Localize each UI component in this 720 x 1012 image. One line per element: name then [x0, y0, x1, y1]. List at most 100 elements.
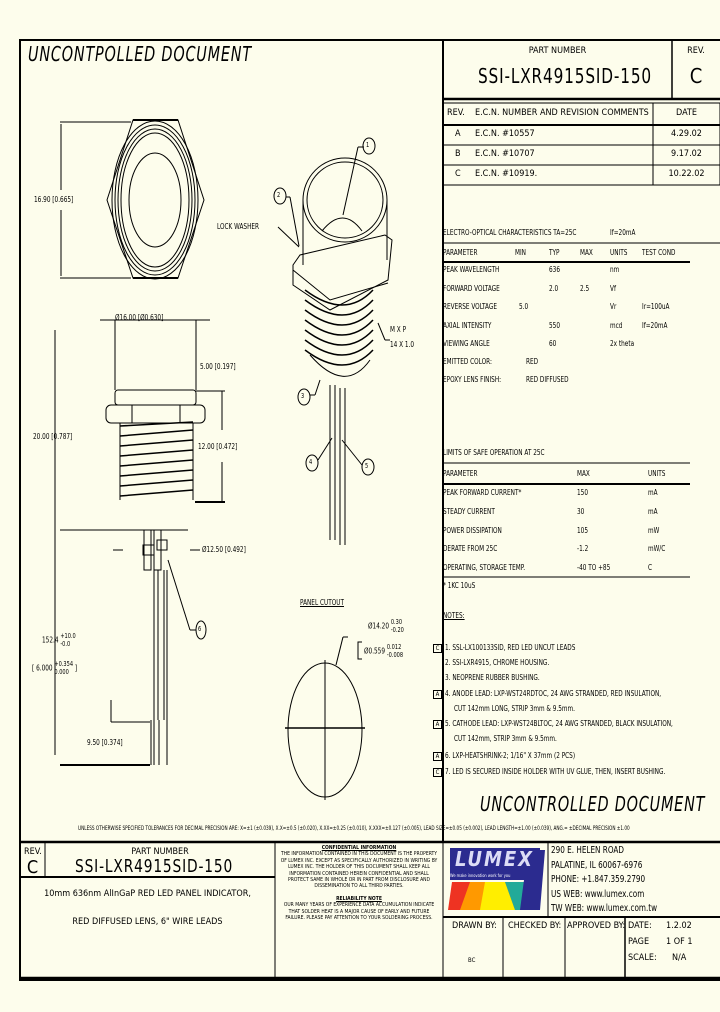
table-cell: Vr: [610, 302, 617, 311]
dim-1200: 12.00 [0.472]: [198, 442, 238, 451]
tol-plus: +10.0: [60, 632, 76, 640]
eo-header: MAX: [580, 248, 593, 257]
emitted-color-label: EMITTED COLOR:: [443, 357, 492, 366]
eo-title: ELECTRO-OPTICAL CHARACTERISTICS TA=25C: [443, 228, 577, 237]
part-number: SSI-LXR4915SID-150: [478, 64, 652, 88]
rev-header-rev: REV.: [447, 108, 465, 118]
dim-950: 9.50 [0.374]: [87, 738, 123, 747]
eo-header: PARAMETER: [443, 248, 478, 257]
address-phone: PHONE: +1.847.359.2790: [551, 874, 646, 885]
rev-header-date: DATE: [676, 108, 697, 118]
table-cell: AXIAL INTENSITY: [443, 321, 492, 330]
emitted-color: RED: [526, 357, 539, 366]
comment-cell: E.C.N. #10557: [475, 129, 535, 139]
note-text: 2. SSI-LXR4915, CHROME HOUSING.: [445, 658, 550, 667]
eo-header: TEST COND: [642, 248, 676, 257]
date-value: 1.2.02: [666, 921, 692, 931]
note-text: 5. CATHODE LEAD: LXP-WST24BLTOC, 24 AWG …: [445, 719, 673, 728]
confidential-title: CONFIDENTIAL INFORMATION: [321, 845, 397, 851]
table-cell: If=20mA: [642, 321, 668, 330]
checked-by-label: CHECKED BY:: [508, 921, 562, 931]
note-text: CUT 142mm, STRIP 3mm & 9.5mm.: [454, 734, 557, 743]
tw-web-link[interactable]: TW WEB: www.lumex.com.tw: [551, 903, 658, 914]
table-cell: mW: [648, 526, 660, 535]
rev-value: C: [689, 64, 703, 88]
table-cell: Ir=100uA: [642, 302, 670, 311]
tol-minus: 0.000: [54, 668, 69, 676]
cutout-dia-value: Ø14.20: [368, 621, 390, 631]
comment-cell: E.C.N. #10707: [475, 149, 535, 159]
tb-rev: C: [26, 857, 39, 878]
table-cell: mcd: [610, 321, 623, 330]
drawn-by-label: DRAWN BY:: [452, 921, 497, 931]
thread-label-2: 14 X 1.0: [390, 340, 415, 349]
address-city: PALATINE, IL 60067-6976: [551, 859, 643, 871]
revision-marker: A: [433, 720, 442, 729]
table-cell: OPERATING, STORAGE TEMP.: [443, 563, 526, 572]
us-web-link[interactable]: US WEB: www.lumex.com: [551, 888, 645, 900]
table-cell: -1.2: [577, 544, 589, 553]
callout-6: 6: [198, 625, 202, 633]
epoxy-label: EPOXY LENS FINISH:: [443, 375, 502, 384]
table-cell: C: [648, 563, 653, 572]
comment-cell: E.C.N. #10919.: [475, 169, 538, 179]
tol-plus: 0.30: [390, 618, 403, 626]
table-cell: POWER DISSIPATION: [443, 526, 502, 535]
eo-header: TYP: [549, 248, 560, 257]
tol-minus: -0.20: [390, 626, 404, 634]
cutout-dia: Ø14.20 0.30-0.20: [368, 618, 404, 634]
date-label: DATE:: [628, 921, 652, 931]
dim-2000: 20.00 [0.787]: [33, 432, 73, 441]
lumex-logo: [446, 845, 546, 915]
callout-5: 5: [365, 462, 369, 470]
note-text: 7. LED IS SECURED INSIDE HOLDER WITH UV …: [445, 767, 666, 776]
dim-diameter: Ø16.00 [Ø0.630]: [115, 313, 164, 322]
scale-value: N/A: [672, 953, 687, 963]
confidential-block: CONFIDENTIAL INFORMATION THE INFORMATION…: [279, 845, 439, 921]
date-cell: 10.22.02: [668, 169, 705, 179]
dim-hex: 16.90 [0.665]: [34, 195, 74, 204]
rev-label: REV.: [687, 46, 705, 56]
tol-plus: 0.012: [386, 643, 402, 651]
limits-header: UNITS: [648, 469, 666, 478]
table-cell: 2.5: [580, 284, 590, 293]
table-cell: Vf: [610, 284, 616, 293]
drawn-by: BC: [468, 957, 476, 964]
note-text: 4. ANODE LEAD: LXP-WST24RDTOC, 24 AWG ST…: [445, 689, 662, 698]
page-value: 1 OF 1: [666, 937, 693, 947]
table-cell: 550: [549, 321, 560, 330]
approved-by-label: APPROVED BY:: [567, 921, 626, 931]
table-cell: DERATE FROM 25C: [443, 544, 498, 553]
callout-1: 1: [366, 141, 370, 149]
table-cell: PEAK FORWARD CURRENT*: [443, 488, 522, 497]
reliability-title: RELIABILITY NOTE: [336, 895, 382, 902]
scale-label: SCALE:: [628, 953, 657, 963]
limits-header: PARAMETER: [443, 469, 478, 478]
watermark-top: UNCONTPOLLED DOCUMENT: [28, 42, 252, 66]
table-cell: VIEWING ANGLE: [443, 339, 490, 348]
table-cell: 2.0: [549, 284, 559, 293]
watermark-bottom: UNCONTROLLED DOCUMENT: [480, 792, 706, 816]
thread-label-1: M X P: [390, 325, 407, 334]
table-cell: REVERSE VOLTAGE: [443, 302, 497, 311]
logo-wordmark: LUMEX: [455, 847, 535, 871]
epoxy-finish: RED DIFFUSED: [526, 375, 569, 384]
callout-4: 4: [309, 458, 313, 466]
tolerance-note: UNLESS OTHERWISE SPECIFIED TOLERANCES FO…: [78, 825, 630, 832]
limits-header: MAX: [577, 469, 590, 478]
isometric-view: [273, 137, 393, 545]
table-cell: 60: [549, 339, 557, 348]
rev-header-comments: E.C.N. NUMBER AND REVISION COMMENTS: [475, 108, 649, 118]
revision-marker: C: [433, 768, 442, 777]
eo-header: MIN: [515, 248, 526, 257]
table-cell: mA: [648, 507, 658, 516]
dim-lead-value: 152.4: [42, 635, 59, 645]
table-cell: 30: [577, 507, 585, 516]
cutout-dia-inch: Ø0.559 0.012-0.008: [364, 643, 403, 659]
table-cell: 636: [549, 265, 560, 274]
table-cell: PEAK WAVELENGTH: [443, 265, 500, 274]
note-text: 3. NEOPRENE RUBBER BUSHING.: [445, 673, 540, 682]
date-cell: 9.17.02: [671, 149, 702, 159]
